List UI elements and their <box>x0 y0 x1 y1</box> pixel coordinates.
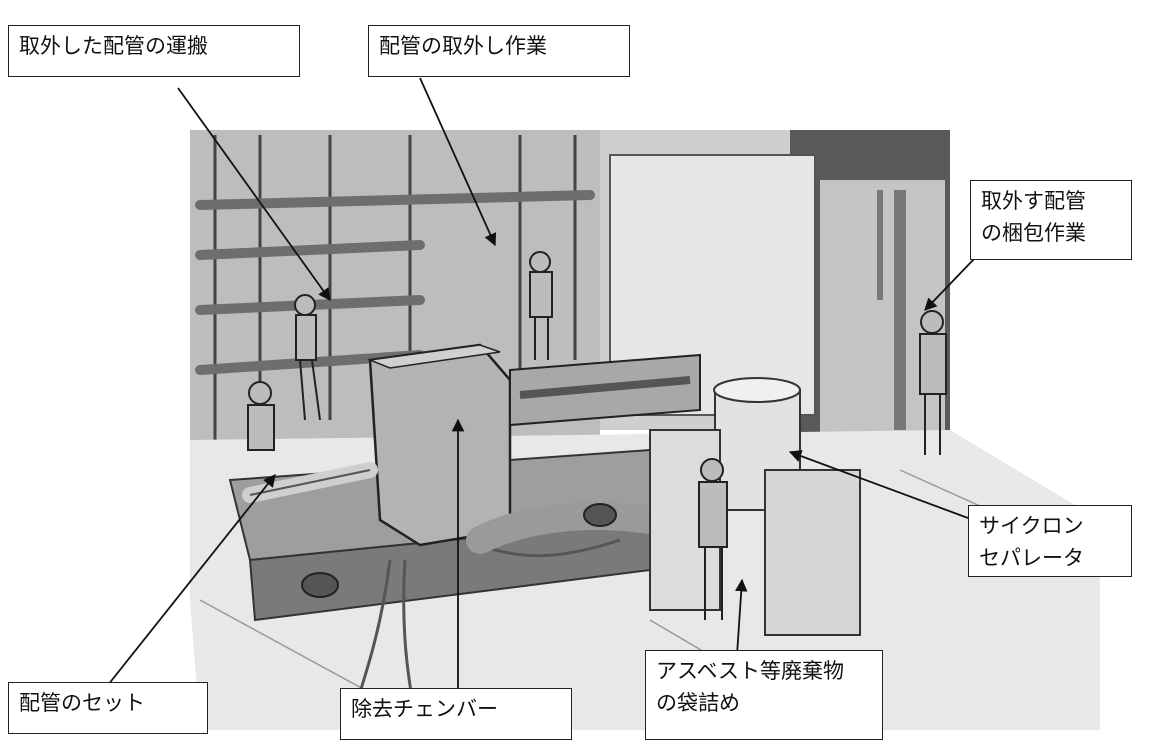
arrow-transport <box>177 87 331 302</box>
arrow-bagging <box>734 578 748 656</box>
duct <box>466 502 664 554</box>
arrow-pipe-set <box>107 474 276 686</box>
cyclone-separator <box>649 377 861 636</box>
label-packing: 取外す配管 の梱包作業 <box>970 180 1132 260</box>
label-transport: 取外した配管の運搬 <box>8 25 300 77</box>
label-chamber: 除去チェンバー <box>340 688 572 740</box>
label-bagging: アスベスト等廃棄物 の袋詰め <box>645 650 883 740</box>
label-cyclone: サイクロン セパレータ <box>968 505 1132 577</box>
arrow-cyclone <box>788 450 969 519</box>
arrow-removal <box>419 77 497 247</box>
arrow-packing <box>924 257 976 311</box>
label-pipe-set: 配管のセット <box>8 682 208 734</box>
label-removal: 配管の取外し作業 <box>368 25 630 77</box>
workers <box>247 251 947 620</box>
